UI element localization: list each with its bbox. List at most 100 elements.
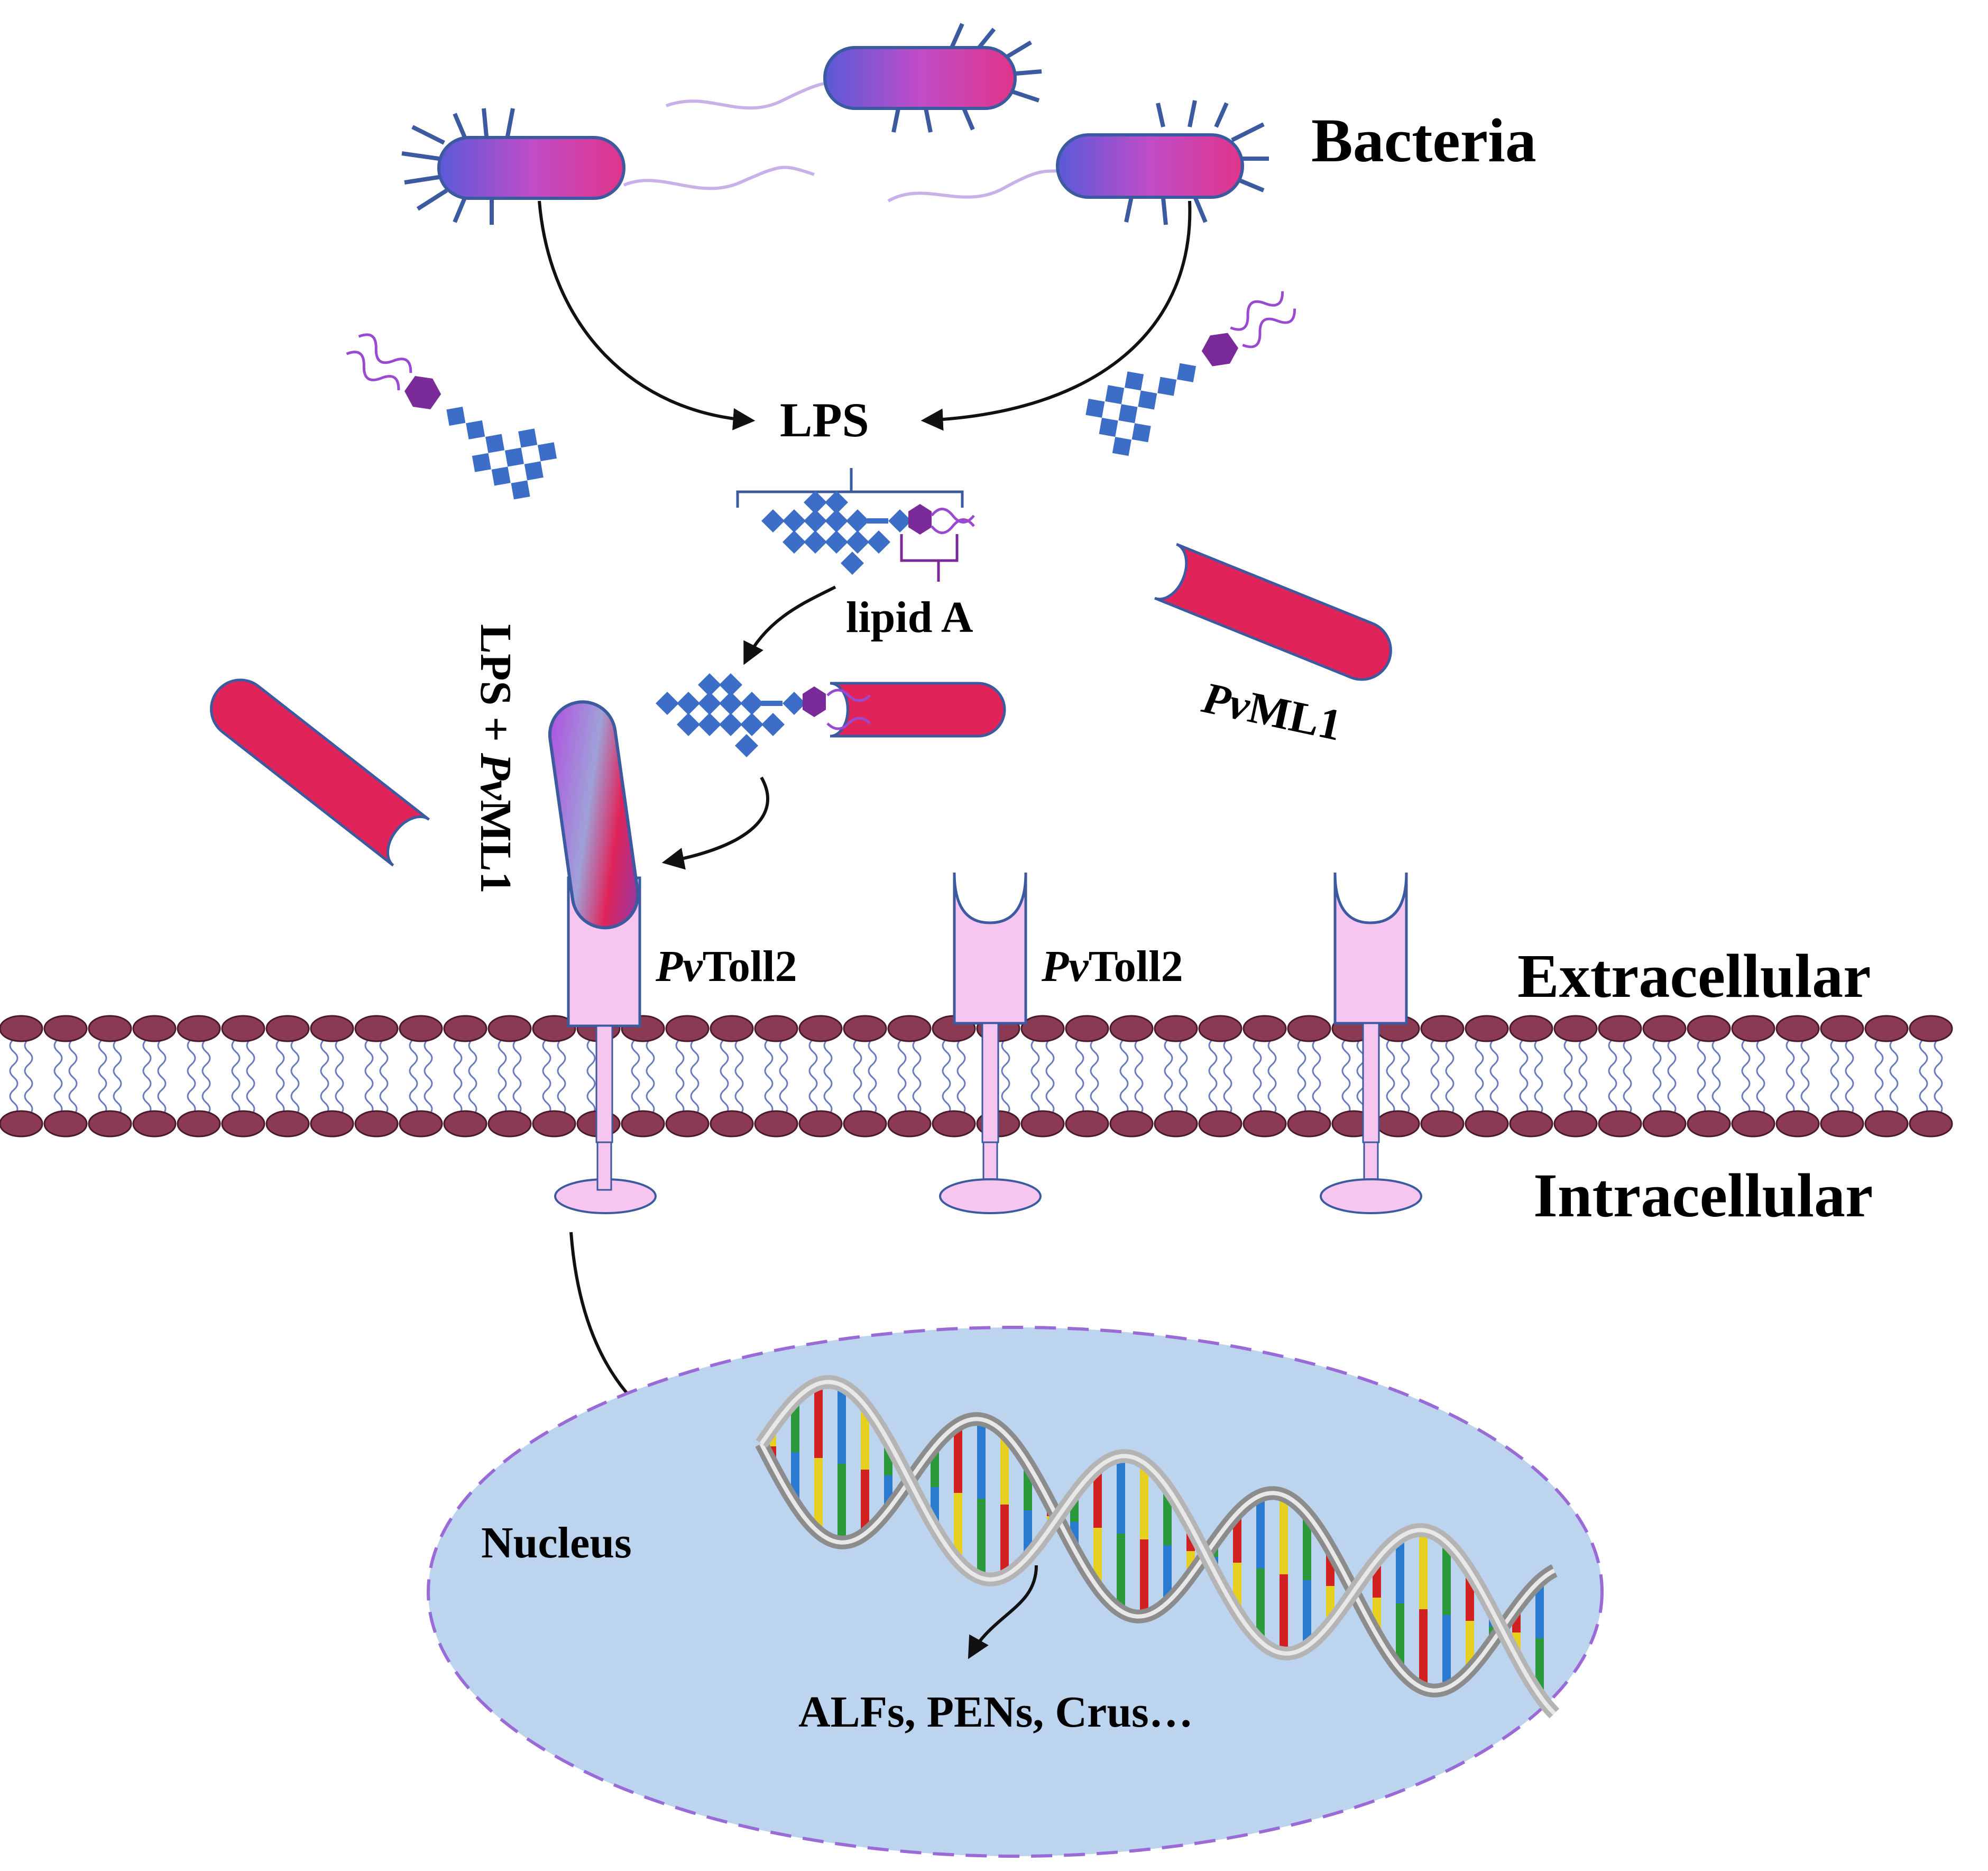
lipid-a-bracket (900, 534, 959, 582)
lipid-tail (290, 1038, 300, 1116)
lipid-tail (1874, 1038, 1884, 1116)
phospholipid-head (1242, 1015, 1287, 1042)
bacterium-top (823, 23, 1042, 133)
lipid-tail (1208, 1038, 1218, 1116)
phospholipid-head (710, 1110, 754, 1138)
phospholipid-head (0, 1110, 43, 1138)
lipid-tail (690, 1038, 700, 1116)
lipid-tail (764, 1038, 774, 1116)
lps-pvml1-binding (656, 673, 1006, 757)
pvtoll2-receptor-3 (1320, 872, 1422, 1214)
phospholipid-head (1198, 1015, 1242, 1042)
phospholipid-head (1465, 1110, 1509, 1138)
phospholipid-head (1465, 1015, 1509, 1042)
phospholipid-head (0, 1015, 43, 1042)
lipid-tail (24, 1038, 33, 1116)
lipid-tail (1090, 1038, 1099, 1116)
lipid-tail (157, 1038, 167, 1116)
lipid-tail (1267, 1038, 1277, 1116)
complex-label: LPS + PvML1 (471, 624, 520, 894)
lipid-tail (897, 1038, 907, 1116)
phospholipid-head (399, 1110, 443, 1138)
lipid-tail (942, 1038, 951, 1116)
lipid-tail (1800, 1038, 1810, 1116)
phospholipid-head (1287, 1110, 1331, 1138)
phospholipid-head (1598, 1015, 1642, 1042)
phospholipid-head (1553, 1110, 1598, 1138)
phospholipid-head (710, 1015, 754, 1042)
phospholipid-head (1509, 1110, 1553, 1138)
phospholipid-head (399, 1015, 443, 1042)
lipid-tail (424, 1038, 433, 1116)
phospholipid-head (1775, 1110, 1820, 1138)
phospholipid-head (132, 1015, 177, 1042)
pvtoll2-label-2: PvToll2 (1041, 942, 1183, 991)
lipid-tail (1401, 1038, 1410, 1116)
dna-backbone-highlight (759, 1417, 1556, 1693)
lps-molecule-right (1079, 291, 1296, 463)
lipid-tail (808, 1038, 818, 1116)
phospholipid-head (1820, 1110, 1864, 1138)
lps-molecule-center (761, 491, 975, 575)
lipid-tail (1001, 1038, 1010, 1116)
lipid-tail (1030, 1038, 1040, 1116)
arrow-lps-to-complex (743, 585, 836, 665)
phospholipid-head (265, 1110, 310, 1138)
lps-molecule-left (346, 333, 564, 506)
lipid-tail (1134, 1038, 1144, 1116)
phospholipid-head (310, 1110, 354, 1138)
phospholipid-head (1509, 1015, 1553, 1042)
phospholipid-head (265, 1015, 310, 1042)
lipid-tail (1934, 1038, 1943, 1116)
lipid-tail (275, 1038, 285, 1116)
phospholipid-head (1775, 1015, 1820, 1042)
lipid-tail (201, 1038, 211, 1116)
phospholipid-head (132, 1110, 177, 1138)
lipid-tail (498, 1038, 507, 1116)
phospholipid-head (621, 1110, 665, 1138)
lipid-tail (335, 1038, 344, 1116)
lps-bracket (736, 468, 964, 508)
lipid-tail (1534, 1038, 1543, 1116)
lipid-tail (1164, 1038, 1173, 1116)
lipid-tail (1711, 1038, 1721, 1116)
phospholipid-head (1420, 1015, 1465, 1042)
bacterium-right (1056, 100, 1269, 225)
phospholipid-head (1731, 1015, 1775, 1042)
phospholipid-head (1020, 1015, 1065, 1042)
dna-backbone-highlight (759, 1380, 1556, 1715)
lipid-tail (53, 1038, 63, 1116)
phospholipid-head (487, 1110, 532, 1138)
bacteria-group (401, 23, 1269, 225)
bacteria-label: Bacteria (1311, 106, 1536, 175)
lipid-tail (912, 1038, 922, 1116)
phospholipid-head (665, 1110, 710, 1138)
lipid-tail (512, 1038, 522, 1116)
lipid-tail (1297, 1038, 1306, 1116)
phospholipid-head (88, 1015, 132, 1042)
lipid-tail (468, 1038, 477, 1116)
lipid-tail (823, 1038, 833, 1116)
lipid-tail (9, 1038, 19, 1116)
phospholipid-head (1687, 1015, 1731, 1042)
bacterium-left (401, 108, 625, 225)
arrow-bacteria-right-to-lps (921, 200, 1192, 431)
lipid-tail (542, 1038, 551, 1116)
lipid-tail (1830, 1038, 1839, 1116)
lipid-tail (113, 1038, 122, 1116)
lipid-tail (1889, 1038, 1899, 1116)
phospholipid-head (1864, 1015, 1909, 1042)
phospholipid-head (177, 1015, 221, 1042)
lipid-tail (364, 1038, 374, 1116)
phospholipid-head (1642, 1015, 1687, 1042)
lipid-tail (68, 1038, 78, 1116)
lipid-tail (246, 1038, 255, 1116)
lipid-tail (734, 1038, 744, 1116)
lipid-tail (379, 1038, 389, 1116)
lipid-tail (1119, 1038, 1129, 1116)
lipid-tail (453, 1038, 463, 1116)
phospholipid-head (221, 1110, 265, 1138)
phospholipid-head (1909, 1015, 1953, 1042)
lipid-tail (1356, 1038, 1366, 1116)
